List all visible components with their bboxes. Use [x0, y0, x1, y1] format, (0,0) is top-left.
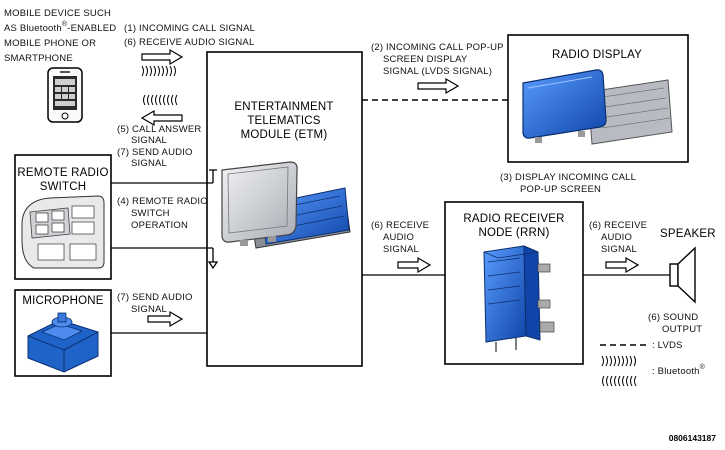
svg-text:AS Bluetooth®-ENABLED: AS Bluetooth®-ENABLED [4, 20, 116, 34]
remote-switch-op-label-2: SWITCH [131, 208, 170, 219]
speaker-icon [669, 246, 696, 304]
legend-bluetooth-label: : Bluetooth [652, 366, 700, 377]
remote-switch-op-label-3: OPERATION [131, 220, 188, 231]
receive-audio-rrn-label-1: (6) RECEIVE [371, 220, 429, 231]
popup-display-signal-label-1: (2) INCOMING CALL POP-UP [371, 42, 504, 53]
display-popup-label-1: (3) DISPLAY INCOMING CALL [500, 172, 636, 183]
remote-radio-switch-image [21, 195, 105, 269]
microphone-label: MICROPHONE [22, 295, 103, 307]
mobile-device-line-2a: AS Bluetooth [4, 23, 62, 34]
etm-label-2: TELEMATICS [247, 115, 320, 127]
remote-switch-label-1: REMOTE RADIO [17, 167, 108, 179]
sound-output-label-1: (6) SOUND [648, 312, 698, 323]
speaker-label: SPEAKER [660, 228, 716, 240]
receive-audio-rrn-label-2: AUDIO [383, 232, 414, 243]
arrow-to-phone-icon [140, 109, 183, 127]
rrn-label-1: RADIO RECEIVER [463, 213, 564, 225]
arrow-mic-to-etm-icon [147, 310, 184, 328]
etm-label-3: MODULE (ETM) [241, 129, 328, 141]
etm-label-1: ENTERTAINMENT [234, 101, 333, 113]
rrn-module-image [483, 245, 555, 352]
call-answer-signal-label-1: (5) CALL ANSWER [117, 124, 201, 135]
receive-audio-speaker-label-3: SIGNAL [601, 244, 637, 255]
mobile-device-line-4: SMARTPHONE [4, 53, 73, 64]
send-audio-signal-phone-label-1: (7) SEND AUDIO [117, 147, 193, 158]
popup-display-signal-label-3: SIGNAL (LVDS SIGNAL) [383, 66, 492, 77]
receive-audio-signal-label: (6) RECEIVE AUDIO SIGNAL [124, 37, 254, 48]
arrow-to-speaker-icon [605, 256, 640, 274]
popup-display-signal-label-2: SCREEN DISPLAY [383, 54, 468, 65]
remote-switch-label-2: SWITCH [40, 181, 87, 193]
mobile-device-label: MOBILE DEVICE SUCH AS Bluetooth®-ENABLED… [4, 8, 116, 64]
arrow-to-rrn-icon [397, 256, 432, 274]
call-answer-signal-label-2: SIGNAL [131, 135, 167, 146]
reference-number: 0806143187 [669, 433, 717, 443]
send-audio-signal-phone-label-2: SIGNAL [131, 158, 167, 169]
legend-bluetooth-waves-icon [601, 355, 637, 387]
microphone-image [27, 312, 99, 373]
incoming-call-signal-label: (1) INCOMING CALL SIGNAL [124, 23, 255, 34]
svg-text:: Bluetooth®: : Bluetooth® [652, 363, 706, 377]
legend-lvds-label: : LVDS [652, 340, 683, 351]
send-audio-mic-label-2: SIGNAL [131, 304, 167, 315]
mobile-device-line-2b: -ENABLED [67, 23, 116, 34]
registered-mark: ® [62, 20, 68, 28]
receive-audio-speaker-label-1: (6) RECEIVE [589, 220, 647, 231]
radio-display-image [522, 69, 673, 145]
rrn-label-2: NODE (RRN) [479, 227, 550, 239]
radio-display-label: RADIO DISPLAY [552, 49, 642, 61]
arrow-to-radio-display-icon [417, 77, 460, 95]
send-audio-mic-label-1: (7) SEND AUDIO [117, 292, 193, 303]
bluetooth-waves-incoming-icon [143, 94, 178, 106]
bluetooth-waves-outgoing-icon [141, 65, 176, 77]
arrow-to-etm-icon [141, 48, 184, 66]
etm-module-image [221, 161, 351, 249]
legend-registered-mark: ® [700, 363, 706, 371]
remote-switch-op-label-1: (4) REMOTE RADIO [117, 196, 208, 207]
mobile-device-line-1: MOBILE DEVICE SUCH [4, 8, 111, 19]
phone-icon [47, 67, 83, 123]
etm-wire-markers [207, 169, 219, 270]
mobile-device-line-3: MOBILE PHONE OR [4, 38, 96, 49]
receive-audio-speaker-label-2: AUDIO [601, 232, 632, 243]
sound-output-label-2: OUTPUT [662, 324, 702, 335]
receive-audio-rrn-label-3: SIGNAL [383, 244, 419, 255]
display-popup-label-2: POP-UP SCREEN [520, 184, 601, 195]
